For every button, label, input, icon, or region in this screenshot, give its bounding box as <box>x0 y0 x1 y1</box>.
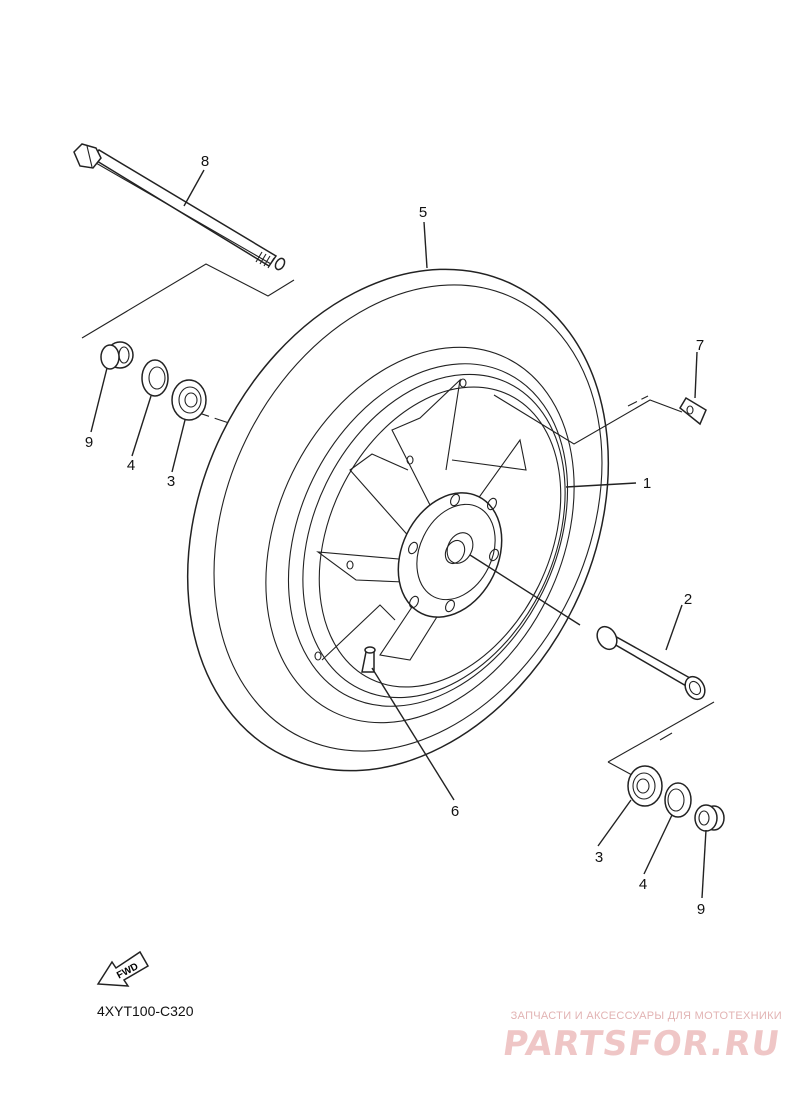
callout-2: 2 <box>684 591 692 608</box>
right-oil-seal-part[interactable] <box>664 782 692 818</box>
right-collar-part[interactable] <box>694 804 725 832</box>
callout-1: 1 <box>643 475 651 492</box>
front-axle-part[interactable] <box>73 143 286 271</box>
callout-6: 6 <box>451 803 459 820</box>
tire-part[interactable] <box>107 199 689 842</box>
cast-wheel-part[interactable] <box>234 317 622 753</box>
left-bearing-part[interactable] <box>171 379 207 421</box>
callout-3-left: 3 <box>167 473 175 490</box>
left-collar-part[interactable] <box>100 341 134 370</box>
left-oil-seal-part[interactable] <box>141 359 169 397</box>
callout-9-left: 9 <box>85 434 93 451</box>
air-valve-part[interactable] <box>361 646 376 673</box>
balance-weight-part[interactable] <box>679 396 707 426</box>
diagram-code: 4XYT100-C320 <box>97 1003 194 1019</box>
callout-3-right: 3 <box>595 849 603 866</box>
callout-4-right: 4 <box>639 876 647 893</box>
wheel-spacer-part[interactable] <box>593 623 709 703</box>
callout-9-right: 9 <box>697 901 705 918</box>
callout-4-left: 4 <box>127 457 135 474</box>
watermark-tagline: ЗАПЧАСТИ И АКСЕССУАРЫ ДЛЯ МОТОТЕХНИКИ <box>510 1010 782 1022</box>
callout-8: 8 <box>201 153 209 170</box>
callout-7: 7 <box>696 337 704 354</box>
fwd-arrow-icon: FWD <box>96 950 150 987</box>
callout-5: 5 <box>419 204 427 221</box>
watermark-brand-logo: PARTSFOR.RU <box>500 1024 783 1064</box>
right-bearing-part[interactable] <box>627 765 663 807</box>
